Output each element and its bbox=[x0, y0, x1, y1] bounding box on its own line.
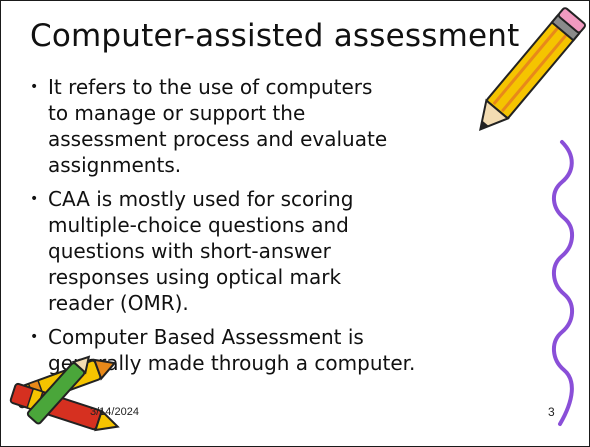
slide-date: 3/14/2024 bbox=[90, 406, 139, 418]
bullet-text: CAA is mostly used for scoring multiple-… bbox=[48, 187, 354, 315]
pencil-icon bbox=[479, 7, 586, 132]
bullet-list: • It refers to the use of computers to m… bbox=[30, 74, 560, 384]
slide-page-number: 3 bbox=[548, 405, 555, 419]
bullet-item: • CAA is mostly used for scoring multipl… bbox=[30, 186, 408, 316]
bullet-dot: • bbox=[30, 329, 39, 345]
bullet-item: • It refers to the use of computers to m… bbox=[30, 74, 398, 178]
bullet-text: It refers to the use of computers to man… bbox=[48, 75, 388, 177]
bullet-dot: • bbox=[30, 79, 39, 95]
slide-title: Computer-assisted assessment bbox=[30, 18, 520, 54]
squiggle-line bbox=[552, 140, 574, 426]
bullet-dot: • bbox=[30, 191, 39, 207]
crayons-icon bbox=[9, 355, 120, 432]
